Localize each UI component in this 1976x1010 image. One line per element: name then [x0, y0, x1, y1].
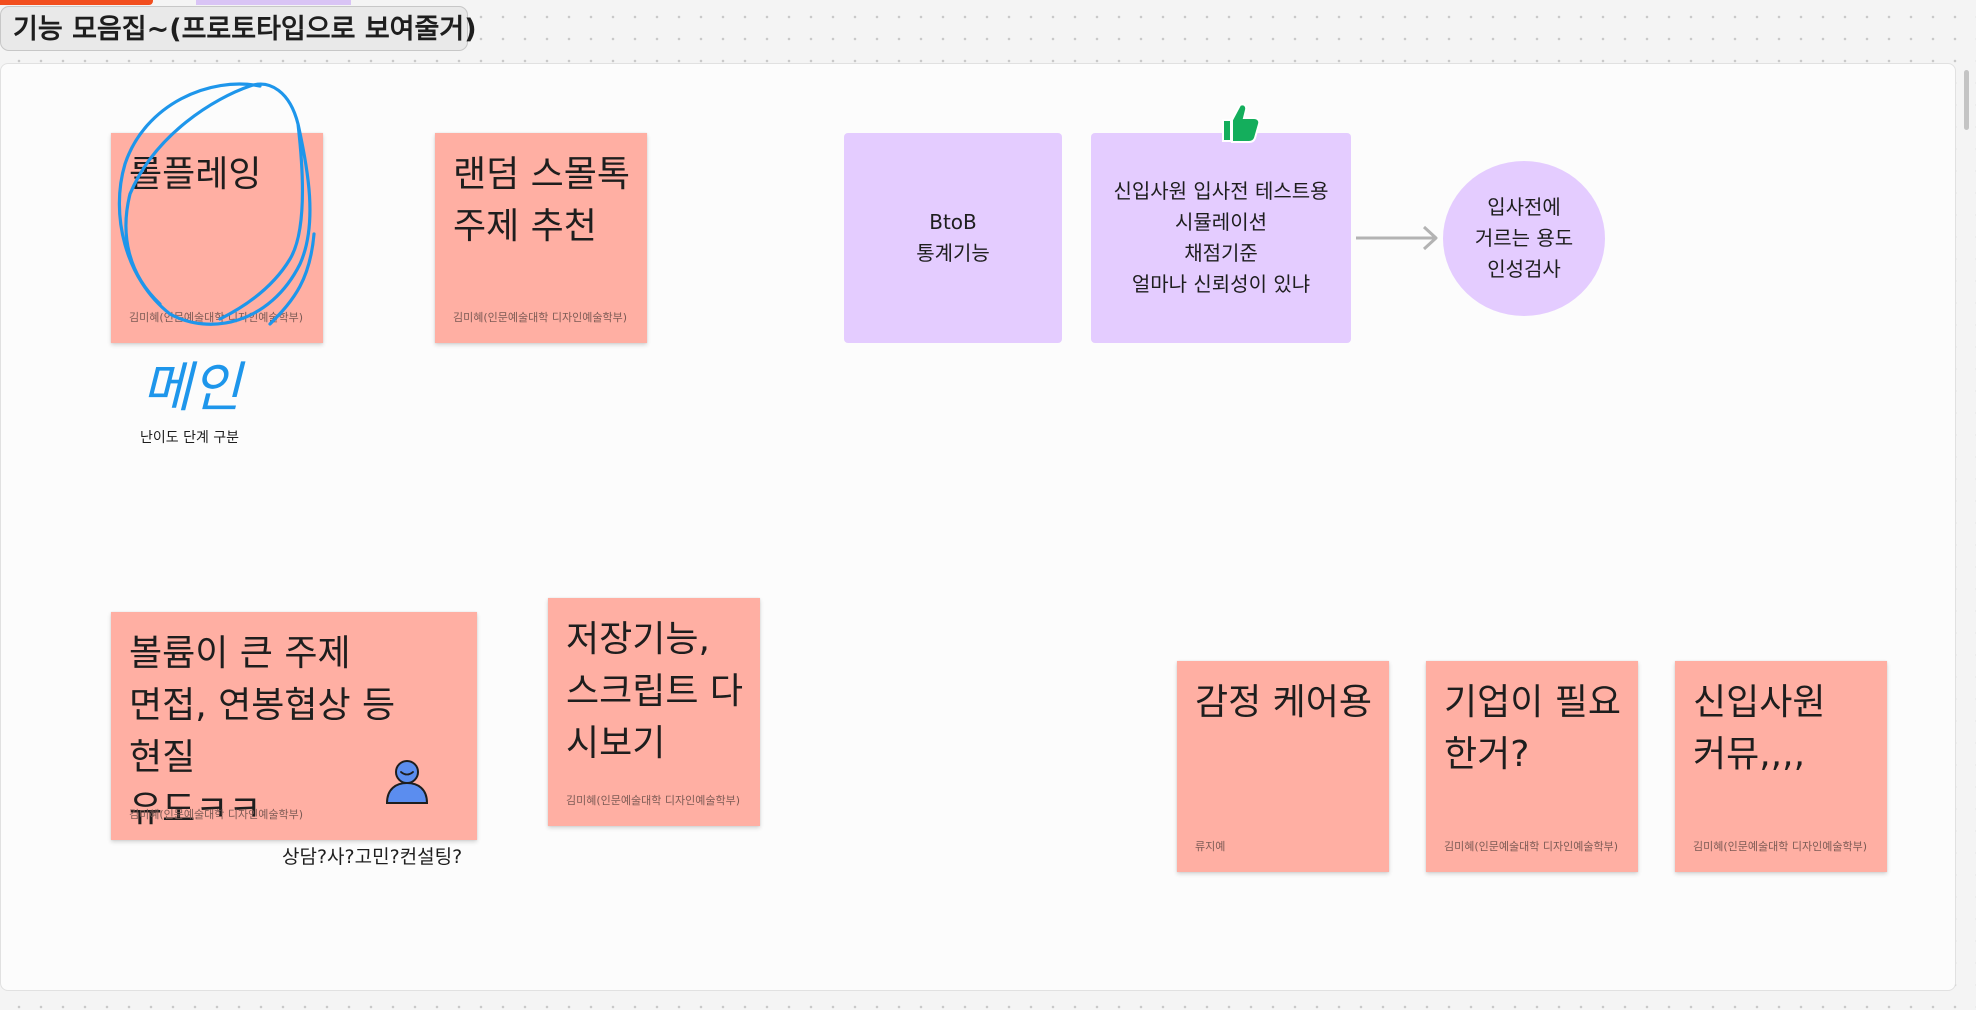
- sticky-author: 류지예: [1195, 840, 1226, 853]
- sticky-text: 롤플레잉: [129, 154, 262, 195]
- sticky-text: 기업이 필요 한거?: [1444, 682, 1622, 775]
- difficulty-note[interactable]: 난이도 단계 구분: [140, 430, 240, 446]
- sticky-note-big-topic[interactable]: 볼륨이 큰 주제 면접, 연봉협상 등 현질 유도ㅋㅋ 김미혜(인문예술대학 디…: [111, 612, 477, 840]
- sticky-author: 김미혜(인문예술대학 디자인예술학부): [453, 311, 627, 324]
- sticky-text: 볼륨이 큰 주제 면접, 연봉협상 등 현질 유도ㅋㅋ: [129, 633, 396, 830]
- thumbs-up-icon[interactable]: [1219, 100, 1261, 146]
- vertical-scrollbar[interactable]: [1964, 70, 1969, 130]
- sticky-text: 랜덤 스몰톡 주제 추천: [453, 154, 631, 247]
- sticky-text: 감정 케어용: [1195, 682, 1373, 723]
- simulation-card[interactable]: 신입사원 입사전 테스트용 시뮬레이션 채점기준 얼마나 신뢰성이 있냐: [1091, 133, 1351, 343]
- sticky-note-newbie-community[interactable]: 신입사원 커뮤,,,, 김미혜(인문예술대학 디자인예술학부): [1675, 661, 1887, 872]
- consulting-note[interactable]: 상담?사?고민?컨설팅?: [282, 846, 463, 868]
- top-frame-edge-red: [0, 0, 153, 5]
- top-frame-edge-purple: [196, 0, 351, 5]
- sticky-note-emotion-care[interactable]: 감정 케어용 류지예: [1177, 661, 1389, 872]
- pen-scribble-circle[interactable]: [100, 74, 325, 334]
- handwritten-main-label[interactable]: 메인: [142, 356, 242, 419]
- sticky-author: 김미혜(인문예술대학 디자인예술학부): [129, 808, 303, 821]
- sticky-note-company-need[interactable]: 기업이 필요 한거? 김미혜(인문예술대학 디자인예술학부): [1426, 661, 1638, 872]
- person-icon[interactable]: [383, 757, 431, 805]
- personality-test-circle[interactable]: 입사전에 거르는 용도 인성검사: [1443, 161, 1605, 316]
- sticky-note-smalltalk[interactable]: 랜덤 스몰톡 주제 추천 김미혜(인문예술대학 디자인예술학부): [435, 133, 647, 343]
- sticky-author: 김미혜(인문예술대학 디자인예술학부): [1693, 840, 1867, 853]
- sticky-note-save-feature[interactable]: 저장기능, 스크립트 다 시보기 김미혜(인문예술대학 디자인예술학부): [548, 598, 760, 826]
- sticky-author: 김미혜(인문예술대학 디자인예술학부): [566, 794, 740, 807]
- connector-arrow[interactable]: [1354, 224, 1440, 252]
- sticky-author: 김미혜(인문예술대학 디자인예술학부): [1444, 840, 1618, 853]
- section-title[interactable]: 기능 모음집~(프로토타입으로 보여줄거): [0, 6, 477, 51]
- sticky-note-roleplay[interactable]: 롤플레잉 김미혜(인문예술대학 디자인예술학부): [111, 133, 323, 343]
- sticky-text: 신입사원 커뮤,,,,: [1693, 682, 1826, 775]
- btob-stats-card[interactable]: BtoB 통계기능: [844, 133, 1062, 343]
- sticky-text: 저장기능, 스크립트 다 시보기: [566, 619, 744, 764]
